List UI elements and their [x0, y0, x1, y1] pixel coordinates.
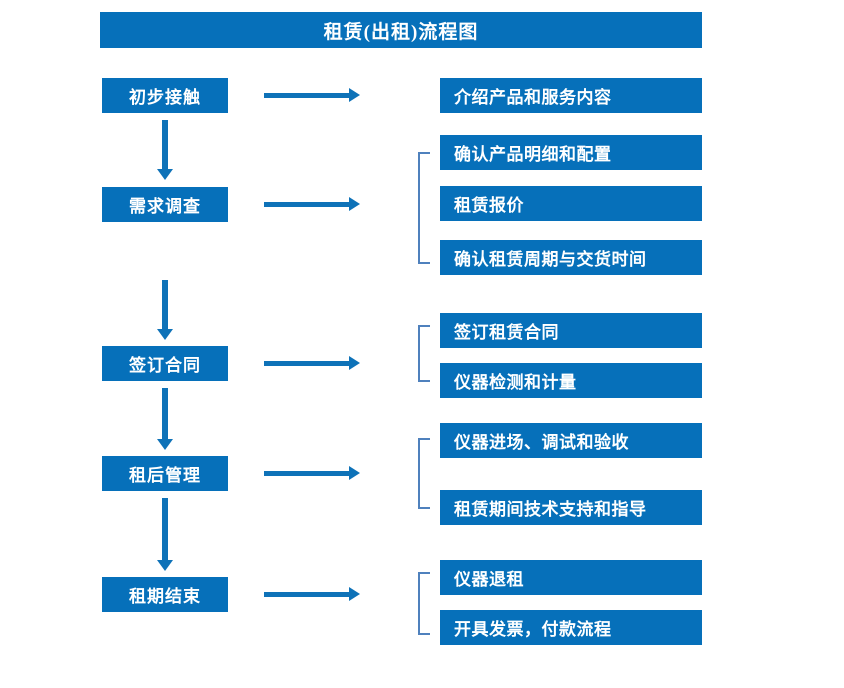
detail-box-sign-rental-contract[interactable]: 签订租赁合同	[440, 313, 702, 348]
group-bracket-lease-end	[418, 572, 430, 635]
group-bracket-post-rental	[418, 438, 430, 509]
stage-box-initial-contact[interactable]: 初步接触	[102, 78, 228, 113]
diagram-title: 租赁(出租)流程图	[100, 12, 702, 48]
right-arrow-icon-4	[264, 466, 360, 480]
detail-box-invoice-payment[interactable]: 开具发票，付款流程	[440, 610, 702, 645]
detail-box-instrument-entry-commissioning[interactable]: 仪器进场、调试和验收	[440, 423, 702, 458]
right-arrow-icon-5	[264, 587, 360, 601]
right-arrow-icon-1	[264, 88, 360, 102]
right-arrow-icon-2	[264, 197, 360, 211]
detail-box-instrument-inspection[interactable]: 仪器检测和计量	[440, 363, 702, 398]
down-arrow-icon-4	[157, 498, 173, 571]
stage-box-needs-survey[interactable]: 需求调查	[102, 187, 228, 222]
stage-box-lease-end[interactable]: 租期结束	[102, 577, 228, 612]
detail-box-instrument-return[interactable]: 仪器退租	[440, 560, 702, 595]
group-bracket-sign-contract	[418, 325, 430, 382]
group-bracket-needs-survey	[418, 152, 430, 264]
detail-box-rental-quotation[interactable]: 租赁报价	[440, 186, 702, 221]
detail-box-technical-support[interactable]: 租赁期间技术支持和指导	[440, 490, 702, 525]
stage-box-post-rental-management[interactable]: 租后管理	[102, 456, 228, 491]
down-arrow-icon-2	[157, 280, 173, 340]
down-arrow-icon-1	[157, 120, 173, 180]
right-arrow-icon-3	[264, 356, 360, 370]
detail-box-confirm-product-spec[interactable]: 确认产品明细和配置	[440, 135, 702, 170]
detail-box-confirm-period-delivery[interactable]: 确认租赁周期与交货时间	[440, 240, 702, 275]
down-arrow-icon-3	[157, 388, 173, 450]
stage-box-sign-contract[interactable]: 签订合同	[102, 346, 228, 381]
detail-box-introduce-products[interactable]: 介绍产品和服务内容	[440, 78, 702, 113]
